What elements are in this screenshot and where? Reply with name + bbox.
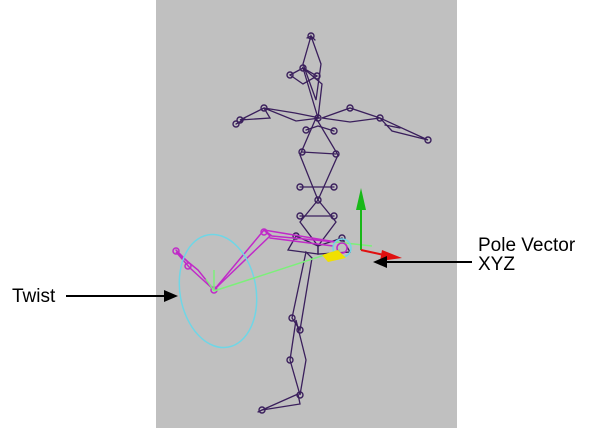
- move-y-arrow-icon[interactable]: [356, 188, 366, 210]
- arrow-left-icon: [373, 256, 387, 268]
- left-leg-bones: [257, 250, 313, 413]
- pole-vector-label-line2: XYZ: [478, 254, 515, 275]
- right-arm-bones: [321, 107, 429, 141]
- pole-vector-callout: [373, 256, 472, 268]
- neck-bones: [288, 66, 323, 119]
- move-x-axis[interactable]: [360, 249, 385, 256]
- joint-marker[interactable]: [286, 71, 294, 79]
- pole-vector-label: Pole Vector XYZ: [478, 236, 575, 274]
- twist-label: Twist: [12, 286, 56, 307]
- joint-marker[interactable]: [338, 234, 346, 242]
- joint-marker[interactable]: [288, 314, 296, 322]
- arrow-right-icon: [164, 290, 178, 302]
- spine-bones: [299, 116, 339, 248]
- skeleton-joints: [232, 32, 432, 414]
- joint-marker[interactable]: [286, 356, 294, 364]
- joint-marker[interactable]: [296, 326, 304, 334]
- joint-marker[interactable]: [330, 212, 338, 220]
- joint-marker[interactable]: [376, 114, 384, 122]
- joint-marker[interactable]: [298, 148, 306, 156]
- joint-marker[interactable]: [330, 183, 338, 191]
- joint-marker[interactable]: [314, 114, 322, 122]
- joint-marker[interactable]: [314, 196, 322, 204]
- joint-marker[interactable]: [346, 104, 354, 112]
- joint-marker[interactable]: [296, 212, 304, 220]
- joint-marker[interactable]: [258, 406, 266, 414]
- joint-marker[interactable]: [332, 150, 340, 158]
- joint-marker[interactable]: [236, 116, 244, 124]
- pole-vector-label-line1: Pole Vector: [478, 235, 576, 256]
- joint-marker[interactable]: [424, 136, 432, 144]
- joint-marker[interactable]: [232, 120, 240, 128]
- joint-marker[interactable]: [330, 127, 338, 135]
- joint-marker[interactable]: [302, 126, 310, 134]
- twist-callout: [66, 290, 178, 302]
- joint-marker[interactable]: [296, 391, 304, 399]
- joint-marker[interactable]: [299, 64, 307, 72]
- joint-marker[interactable]: [307, 32, 315, 40]
- joint-marker[interactable]: [296, 183, 304, 191]
- ik-twist-disc[interactable]: [171, 228, 266, 353]
- joint-marker[interactable]: [260, 104, 268, 112]
- skeleton: [235, 33, 429, 413]
- joint-marker[interactable]: [313, 72, 321, 80]
- move-center-handle[interactable]: [322, 250, 346, 262]
